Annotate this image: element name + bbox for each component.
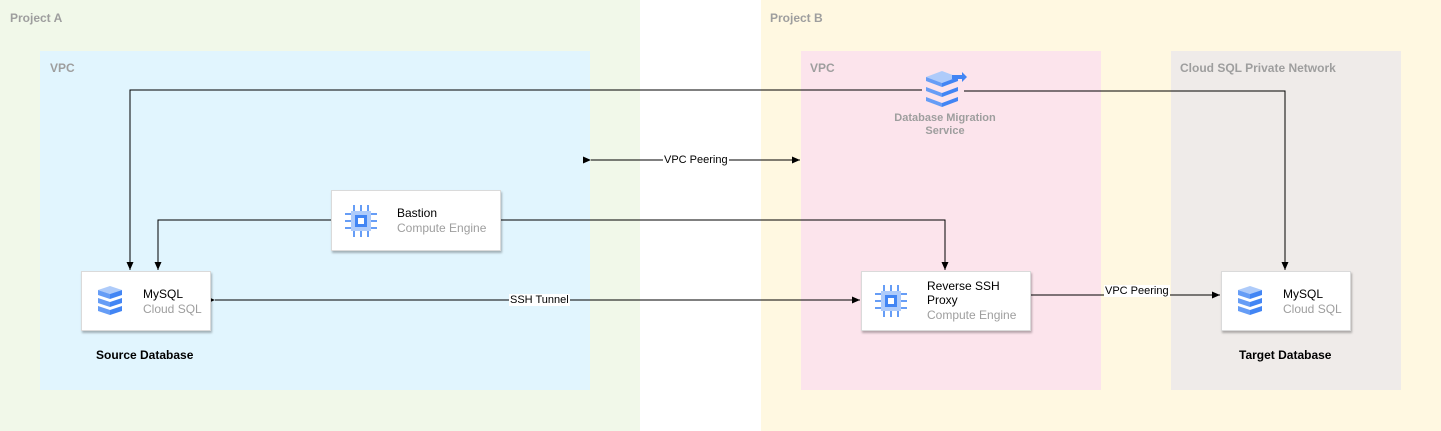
project-a-label: Project A (10, 11, 63, 25)
cloud-sql-icon (98, 286, 122, 315)
vpc-b-label: VPC (810, 61, 835, 75)
private-network-zone (1171, 51, 1401, 390)
ssh-tunnel-label: SSH Tunnel (509, 294, 570, 306)
cloud-sql-icon (1238, 286, 1262, 315)
dms-label-line1: Database Migration (894, 112, 996, 124)
reverse-proxy-title-line1: Reverse SSH (927, 279, 1000, 293)
dms-to-source-line (126, 89, 922, 270)
target-db-title: MySQL (1283, 287, 1324, 301)
private-network-label: Cloud SQL Private Network (1180, 61, 1336, 75)
bastion-to-proxy-line (501, 219, 949, 270)
vpc-peering-label: VPC Peering (663, 154, 729, 166)
target-db-subtitle: Cloud SQL (1283, 302, 1342, 316)
bastion-subtitle: Compute Engine (397, 221, 487, 235)
dms-node[interactable]: Database Migration Service (880, 68, 1010, 142)
target-db-caption: Target Database (1239, 348, 1332, 362)
dms-label-line2: Service (925, 125, 965, 137)
source-db-title: MySQL (143, 287, 184, 301)
database-migration-service-icon (926, 71, 967, 107)
private-vpc-peering-label: VPC Peering (1104, 285, 1170, 297)
bastion-title: Bastion (397, 206, 438, 220)
vpc-a-label: VPC (50, 61, 75, 75)
source-db-caption: Source Database (96, 348, 194, 362)
project-b-label: Project B (770, 11, 823, 25)
bastion-to-source-line (154, 219, 331, 270)
compute-engine-icon (345, 205, 377, 237)
compute-engine-icon (875, 285, 907, 317)
reverse-ssh-proxy-card[interactable]: Reverse SSH Proxy Compute Engine (861, 271, 1031, 331)
source-db-card[interactable]: MySQL Cloud SQL (81, 271, 211, 331)
reverse-proxy-subtitle: Compute Engine (927, 308, 1017, 322)
source-db-subtitle: Cloud SQL (143, 302, 202, 316)
reverse-proxy-title-line2: Proxy (927, 293, 958, 307)
dms-to-target-line (964, 90, 1289, 270)
bastion-card[interactable]: Bastion Compute Engine (331, 190, 501, 251)
target-db-card[interactable]: MySQL Cloud SQL (1221, 271, 1351, 331)
